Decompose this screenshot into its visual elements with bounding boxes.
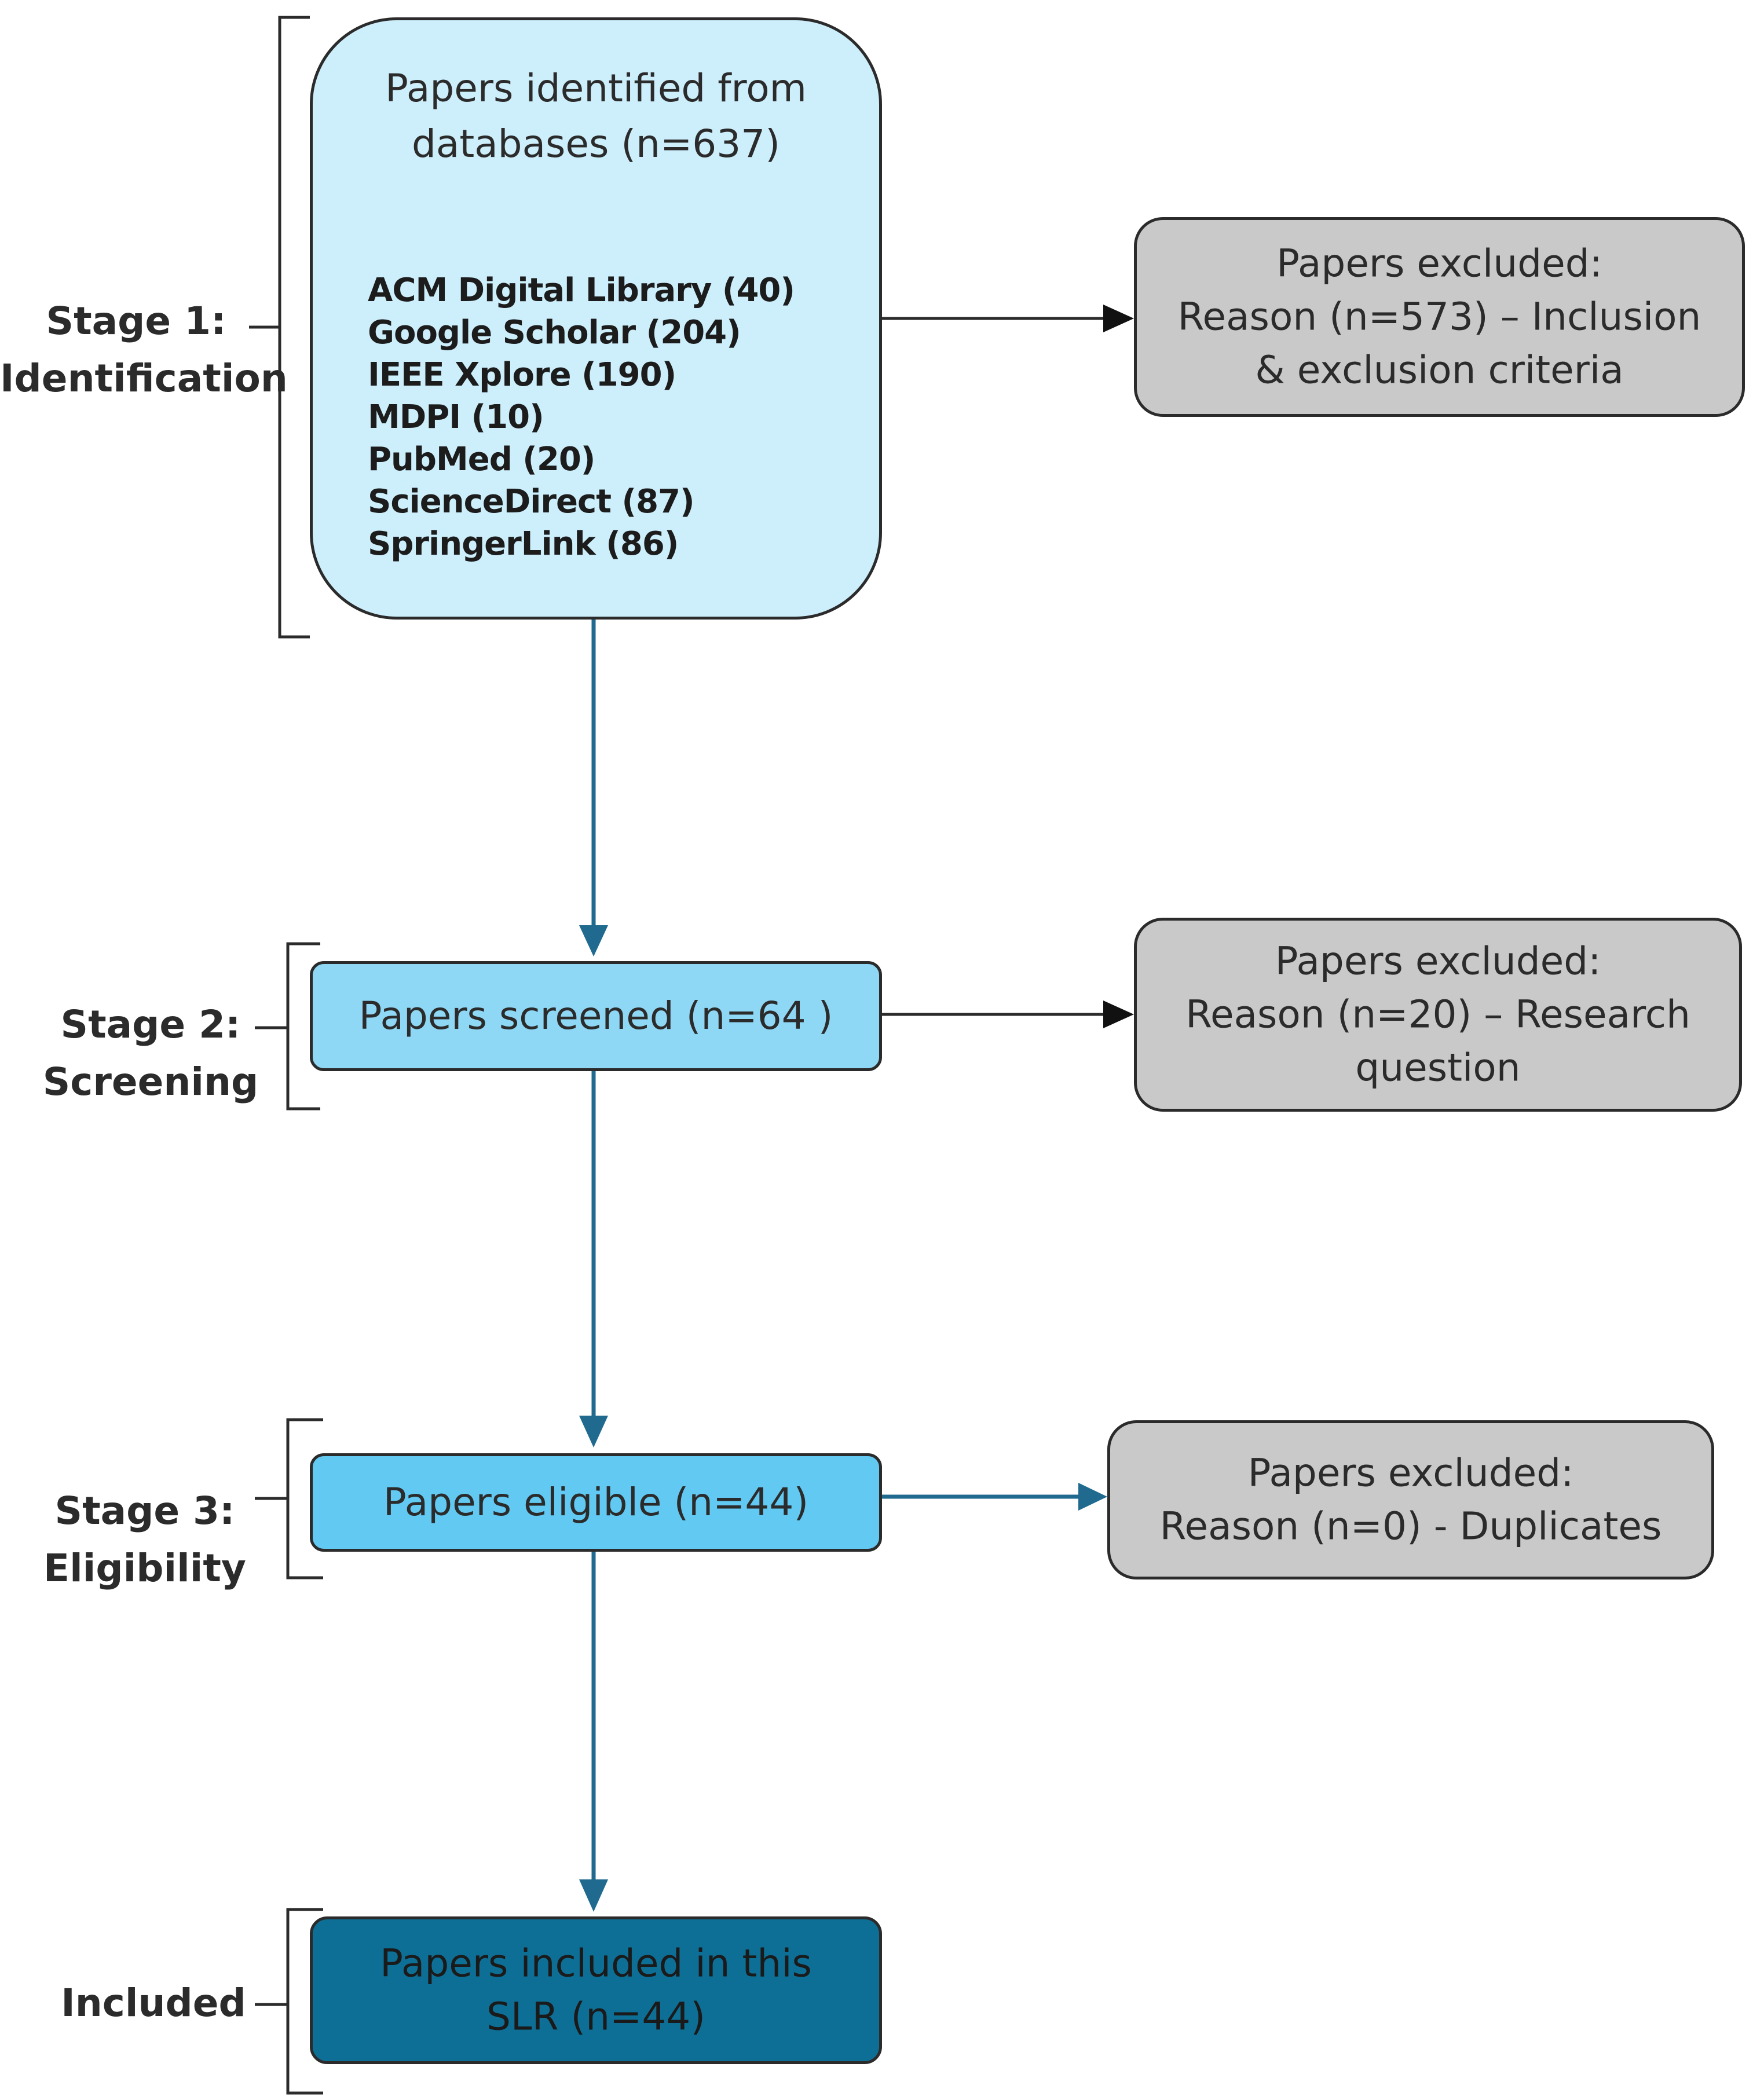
database-item-acm: ACM Digital Library (40) [368, 272, 795, 309]
excluded-text-screening: Papers excluded: Reason (n=20) – Researc… [1148, 934, 1728, 1095]
database-item-mdpi: MDPI (10) [368, 398, 544, 436]
side-arrow-screened-to-excluded [882, 1000, 1134, 1028]
side-arrow-eligible-to-excluded [882, 1483, 1107, 1511]
screened-box: Papers screened (n=64 ) [310, 961, 882, 1071]
database-item-ieee: IEEE Xplore (190) [368, 356, 676, 394]
screened-label: Papers screened (n=64 ) [358, 993, 833, 1038]
database-item-pubmed: PubMed (20) [368, 441, 595, 478]
bracket-included [255, 1908, 323, 2095]
stage-3-name: Eligibility [43, 1546, 246, 1590]
bracket-stage-2 [255, 942, 320, 1111]
included-line-1: Papers included in this [380, 1941, 812, 1986]
eligible-label: Papers eligible (n=44) [383, 1479, 809, 1524]
stage-3-number: Stage 3: [54, 1489, 235, 1533]
excluded-text-identification: Papers excluded: Reason (n=573) – Inclus… [1148, 237, 1730, 397]
identified-title-line-2: databases (n=637) [412, 121, 780, 166]
included-title: Papers included in this SLR (n=44) [324, 1937, 868, 2044]
bracket-stage-1 [249, 16, 310, 639]
database-item-sciencedirect: ScienceDirect (87) [368, 483, 695, 521]
excluded-2-line-3: question [1355, 1045, 1521, 1090]
side-arrow-identified-to-excluded [882, 305, 1134, 332]
database-item-springerlink: SpringerLink (86) [368, 525, 679, 563]
excluded-box-identification: Papers excluded: Reason (n=573) – Inclus… [1134, 217, 1745, 417]
included-box: Papers included in this SLR (n=44) [310, 1916, 882, 2064]
stage-included-label: Included [35, 1974, 272, 2032]
excluded-1-line-2: Reason (n=573) – Inclusion [1177, 294, 1701, 339]
stage-2-number: Stage 2: [60, 1002, 241, 1047]
identified-title-line-1: Papers identified from [385, 66, 807, 111]
stage-1-name: Identification [0, 356, 288, 401]
stage-included-name: Included [61, 1981, 246, 2025]
database-list: ACM Digital Library (40) Google Scholar … [368, 269, 795, 565]
excluded-2-line-1: Papers excluded: [1275, 938, 1601, 983]
stage-1-label: Stage 1: Identification [0, 292, 288, 407]
identified-box: Papers identified from databases (n=637)… [310, 17, 882, 620]
flow-arrow-eligible-to-included [579, 1552, 608, 1912]
flow-arrow-screened-to-eligible [579, 1071, 608, 1447]
stage-3-label: Stage 3: Eligibility [35, 1482, 255, 1597]
stage-2-label: Stage 2: Screening [35, 996, 266, 1111]
identified-title: Papers identified from databases (n=637) [336, 61, 856, 171]
excluded-box-screening: Papers excluded: Reason (n=20) – Researc… [1134, 918, 1742, 1112]
bracket-stage-3 [255, 1418, 323, 1579]
excluded-2-line-2: Reason (n=20) – Research [1185, 992, 1690, 1037]
included-line-2: SLR (n=44) [486, 1994, 706, 2039]
excluded-1-line-3: & exclusion criteria [1255, 347, 1624, 393]
excluded-1-line-1: Papers excluded: [1276, 240, 1602, 285]
database-item-google-scholar: Google Scholar (204) [368, 314, 741, 351]
excluded-3-line-1: Papers excluded: [1247, 1450, 1574, 1496]
stage-2-name: Screening [42, 1060, 259, 1104]
excluded-3-line-2: Reason (n=0) - Duplicates [1159, 1504, 1662, 1549]
stage-1-number: Stage 1: [46, 299, 226, 343]
excluded-box-eligibility: Papers excluded: Reason (n=0) - Duplicat… [1107, 1420, 1714, 1579]
eligible-box: Papers eligible (n=44) [310, 1453, 882, 1552]
flow-arrow-identified-to-screened [579, 620, 608, 956]
excluded-text-eligibility: Papers excluded: Reason (n=0) - Duplicat… [1122, 1446, 1700, 1553]
